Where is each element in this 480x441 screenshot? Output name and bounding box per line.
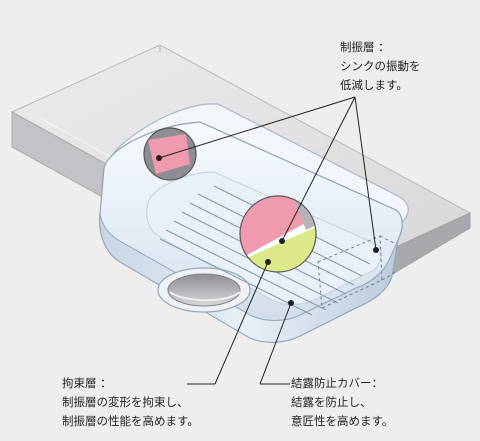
restraint-layer-label: 拘束層 ： 制振層の変形を拘束し、 制振層の性能を高めます。 [62,374,199,431]
restraint-layer-desc-2: 制振層の性能を高めます。 [62,414,199,428]
damping-layer-title: 制振層 ： [340,40,390,54]
damping-layer-label: 制振層 ： シンクの振動を 低減します。 [340,38,421,95]
drain-hole [157,267,251,313]
anticondensation-cover-label: 結露防止カバー： 結露を防止し、 意匠性を高めます。 [291,374,393,431]
damping-layer-desc-2: 低減します。 [340,78,408,92]
cover-pointer-dot-front [288,300,294,306]
anticondensation-cover-desc-1: 結露を防止し、 [291,395,372,409]
restraint-layer-title: 拘束層 ： [62,376,112,390]
magnified-layer-section [239,195,317,273]
anticondensation-cover-desc-2: 意匠性を高めます。 [291,414,394,428]
cover-pointer-dot [373,247,379,253]
damping-layer-desc-1: シンクの振動を [340,59,421,73]
restraint-layer-desc-1: 制振層の変形を拘束し、 [62,395,189,409]
anticondensation-cover-outline [317,235,397,309]
magnified-damping-detail [143,127,197,181]
leader-lines [158,96,377,385]
anticondensation-cover-title: 結露防止カバー： [291,376,383,390]
